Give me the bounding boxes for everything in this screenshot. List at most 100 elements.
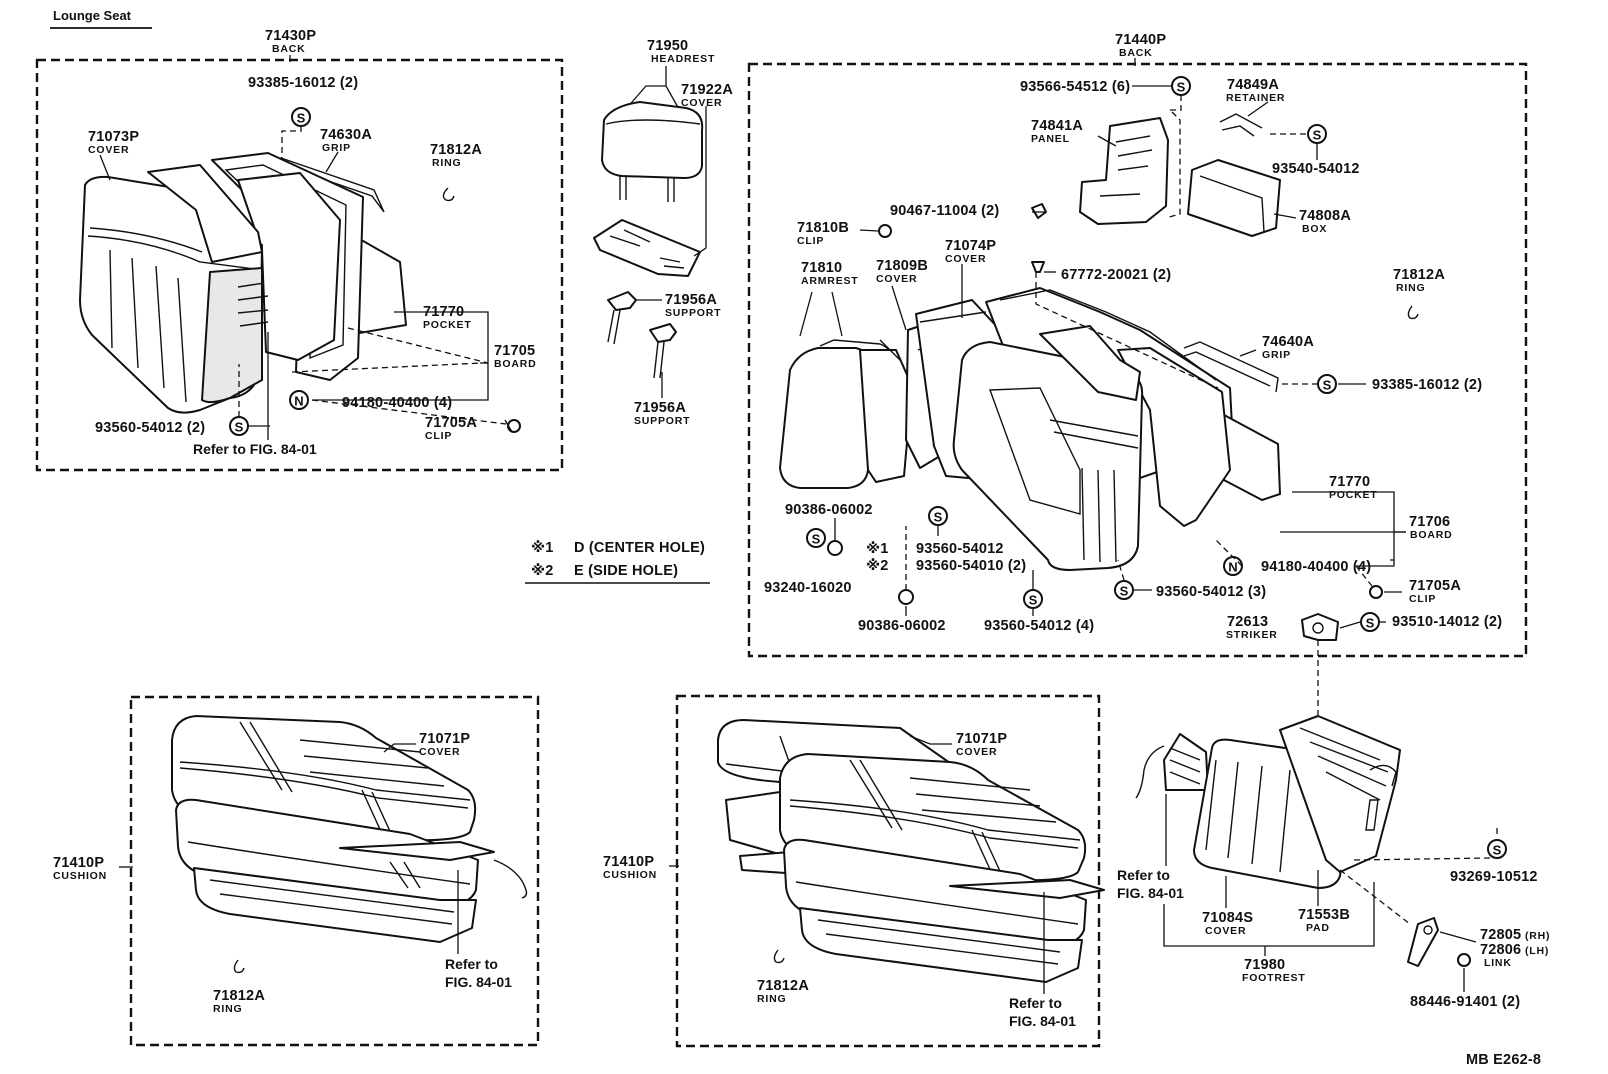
nut-n-symbol-1 — [289, 390, 309, 410]
back-right-group-box — [747, 62, 1528, 658]
label-71956a-1-name: SUPPORT — [665, 307, 721, 319]
label-74849a-name: RETAINER — [1226, 92, 1285, 104]
back-left-name: BACK — [272, 43, 306, 55]
label-71553b-code: 71553B — [1298, 907, 1350, 923]
legend: ※1 D (CENTER HOLE) ※2 E (SIDE HOLE) — [525, 540, 710, 584]
label-74841a-name: PANEL — [1031, 133, 1070, 145]
support-71956a-2 — [649, 323, 677, 343]
grip-74640a — [1183, 341, 1279, 393]
label-90386-06002-b: 90386-06002 — [858, 618, 946, 634]
armrest-71810 — [779, 347, 873, 489]
label-71706-name: BOARD — [1410, 529, 1453, 541]
clip-71705a-left — [507, 419, 521, 433]
label-94180-left: 94180-40400 (4) — [342, 395, 452, 411]
screw-s-label-10: S — [1366, 616, 1375, 631]
footrest-group: S Refer to FIG. 84-01 93269-10512 71084S… — [1117, 715, 1550, 1010]
clip-71705a-right — [1369, 585, 1383, 599]
label-93510-14012: 93510-14012 (2) — [1392, 614, 1502, 630]
legend-text-1: D (CENTER HOLE) — [574, 540, 705, 556]
screw-s-label-7: S — [812, 532, 821, 547]
label-94180-right: 94180-40400 (4) — [1261, 559, 1371, 575]
cushion-left-code: 71410P — [53, 855, 104, 871]
label-72805-suffix: (RH) — [1525, 930, 1550, 942]
nut-n-label-2: N — [1228, 560, 1237, 575]
label-71071p-left-name: COVER — [419, 746, 460, 758]
screw-s-label-2: S — [235, 420, 244, 435]
label-88446-91401: 88446-91401 (2) — [1410, 994, 1520, 1010]
label-71553b-name: PAD — [1306, 922, 1330, 934]
label-72805-code: 72805 — [1480, 927, 1521, 943]
label-71084s-code: 71084S — [1202, 910, 1253, 926]
headrest-cover-71922a — [593, 219, 701, 277]
label-93269-10512: 93269-10512 — [1450, 869, 1538, 885]
label-71705a-right-name: CLIP — [1409, 593, 1436, 605]
label-93560-54012-3: 93560-54012 (3) — [1156, 584, 1266, 600]
label-71812a-cushion-right-code: 71812A — [757, 978, 809, 994]
label-93566-54512: 93566-54512 (6) — [1020, 79, 1130, 95]
back-left-code: 71430P — [265, 28, 316, 44]
screw-s-label-3: S — [1177, 80, 1186, 95]
screw-s-label-5: S — [1323, 378, 1332, 393]
label-71922a-name: COVER — [681, 97, 722, 109]
label-71084s-name: COVER — [1205, 925, 1246, 937]
pocket-71770-left — [237, 172, 341, 361]
label-93385-16012-right: 93385-16012 (2) — [1372, 377, 1482, 393]
label-refer-footrest-1: Refer to — [1117, 867, 1170, 883]
label-71956a-1-code: 71956A — [665, 292, 717, 308]
label-refer-cushion-left-2: FIG. 84-01 — [445, 974, 512, 990]
label-71810b-code: 71810B — [797, 220, 849, 236]
label-93560-54010-note2: 93560-54010 (2) — [916, 558, 1026, 574]
label-71812a-cushion-right-name: RING — [757, 993, 786, 1005]
label-refer-cushion-right-1: Refer to — [1009, 995, 1062, 1011]
headrest-pad — [601, 101, 704, 179]
label-71956a-2-code: 71956A — [634, 400, 686, 416]
nut-n-label-1: N — [294, 394, 303, 409]
label-refer-back-left: Refer to FIG. 84-01 — [193, 441, 317, 457]
label-74808a-code: 74808A — [1299, 208, 1351, 224]
note-mark-2: ※2 — [866, 558, 889, 574]
label-71809b-name: COVER — [876, 273, 917, 285]
support-71956a-1 — [607, 291, 637, 311]
label-72806-suffix: (LH) — [1525, 945, 1549, 957]
note-mark-1: ※1 — [866, 541, 889, 557]
figure-code: MB E262-8 — [1466, 1052, 1541, 1068]
screw-s-symbol-8 — [1114, 580, 1134, 600]
label-71071p-right-code: 71071P — [956, 731, 1007, 747]
label-71705-name: BOARD — [494, 358, 537, 370]
label-93560-54012-note1: 93560-54012 — [916, 541, 1004, 557]
label-71770-right-code: 71770 — [1329, 474, 1370, 490]
label-74630a-code: 74630A — [320, 127, 372, 143]
screw-s-symbol-10 — [1360, 612, 1380, 632]
screw-s-label-1: S — [297, 111, 306, 126]
screw-90467 — [1031, 203, 1047, 219]
link-72805 — [1407, 917, 1439, 967]
label-74630a-name: GRIP — [322, 142, 351, 154]
cushion-left-name: CUSHION — [53, 870, 107, 882]
label-71071p-right-name: COVER — [956, 746, 997, 758]
label-90467-11004: 90467-11004 (2) — [890, 203, 999, 219]
label-72613-code: 72613 — [1227, 614, 1268, 630]
diagram-title: Lounge Seat — [53, 8, 132, 23]
retainer-74849a — [1219, 113, 1263, 137]
label-71810-code: 71810 — [801, 260, 842, 276]
label-71810-name: ARMREST — [801, 275, 859, 287]
label-74841a-code: 74841A — [1031, 118, 1083, 134]
screw-s-symbol-6 — [928, 506, 948, 526]
footrest-name: FOOTREST — [1242, 972, 1306, 984]
legend-mark-1: ※1 — [531, 540, 554, 556]
nut-90386-06002-b — [898, 589, 914, 605]
label-90386-06002-a: 90386-06002 — [785, 502, 873, 518]
legend-mark-2: ※2 — [531, 563, 554, 579]
ring-71812a-cushion-right — [773, 949, 785, 964]
label-71809b-code: 71809B — [876, 258, 928, 274]
legend-text-2: E (SIDE HOLE) — [574, 563, 678, 579]
nut-90386-06002-a — [827, 540, 843, 556]
label-93560-left: 93560-54012 (2) — [95, 420, 205, 436]
label-71705-code: 71705 — [494, 343, 535, 359]
label-refer-cushion-left-1: Refer to — [445, 956, 498, 972]
back-right-group: 71440P BACK — [764, 32, 1502, 778]
back-left-group-box — [35, 58, 564, 472]
label-71812a-cushion-left-code: 71812A — [213, 988, 265, 1004]
label-74640a-name: GRIP — [1262, 349, 1291, 361]
